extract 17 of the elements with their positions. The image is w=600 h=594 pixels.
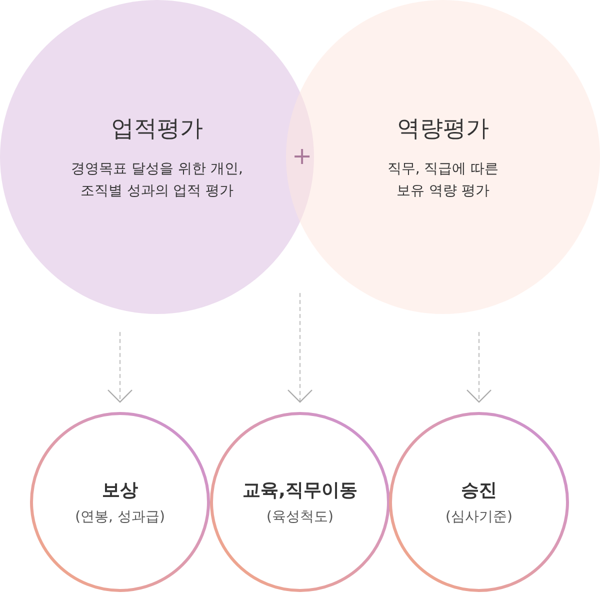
dashed-arrow: [466, 332, 492, 403]
outcome-circle: [30, 412, 210, 592]
outcome-circle: [210, 412, 390, 592]
dashed-arrow: [107, 332, 133, 403]
circle-title: 역량평가: [397, 114, 489, 144]
circle-description: (연봉, 성과급): [75, 508, 165, 526]
circle-title: 업적평가: [111, 114, 203, 144]
circle-description: (육성척도): [266, 508, 334, 526]
circle-title: 승진: [461, 479, 497, 502]
outcome-circle: [389, 412, 569, 592]
circle-description: 직무, 직급에 따른 보유 역량 평가: [386, 160, 500, 200]
circle-title: 보상: [102, 479, 138, 502]
circle-title: 교육,직무이동: [242, 479, 358, 502]
circle-description: 경영목표 달성을 위한 개인, 조직별 성과의 업적 평가: [70, 160, 244, 200]
plus-sign: +: [292, 142, 312, 170]
dashed-arrow: [287, 292, 313, 403]
circle-description: (심사기준): [446, 508, 512, 526]
